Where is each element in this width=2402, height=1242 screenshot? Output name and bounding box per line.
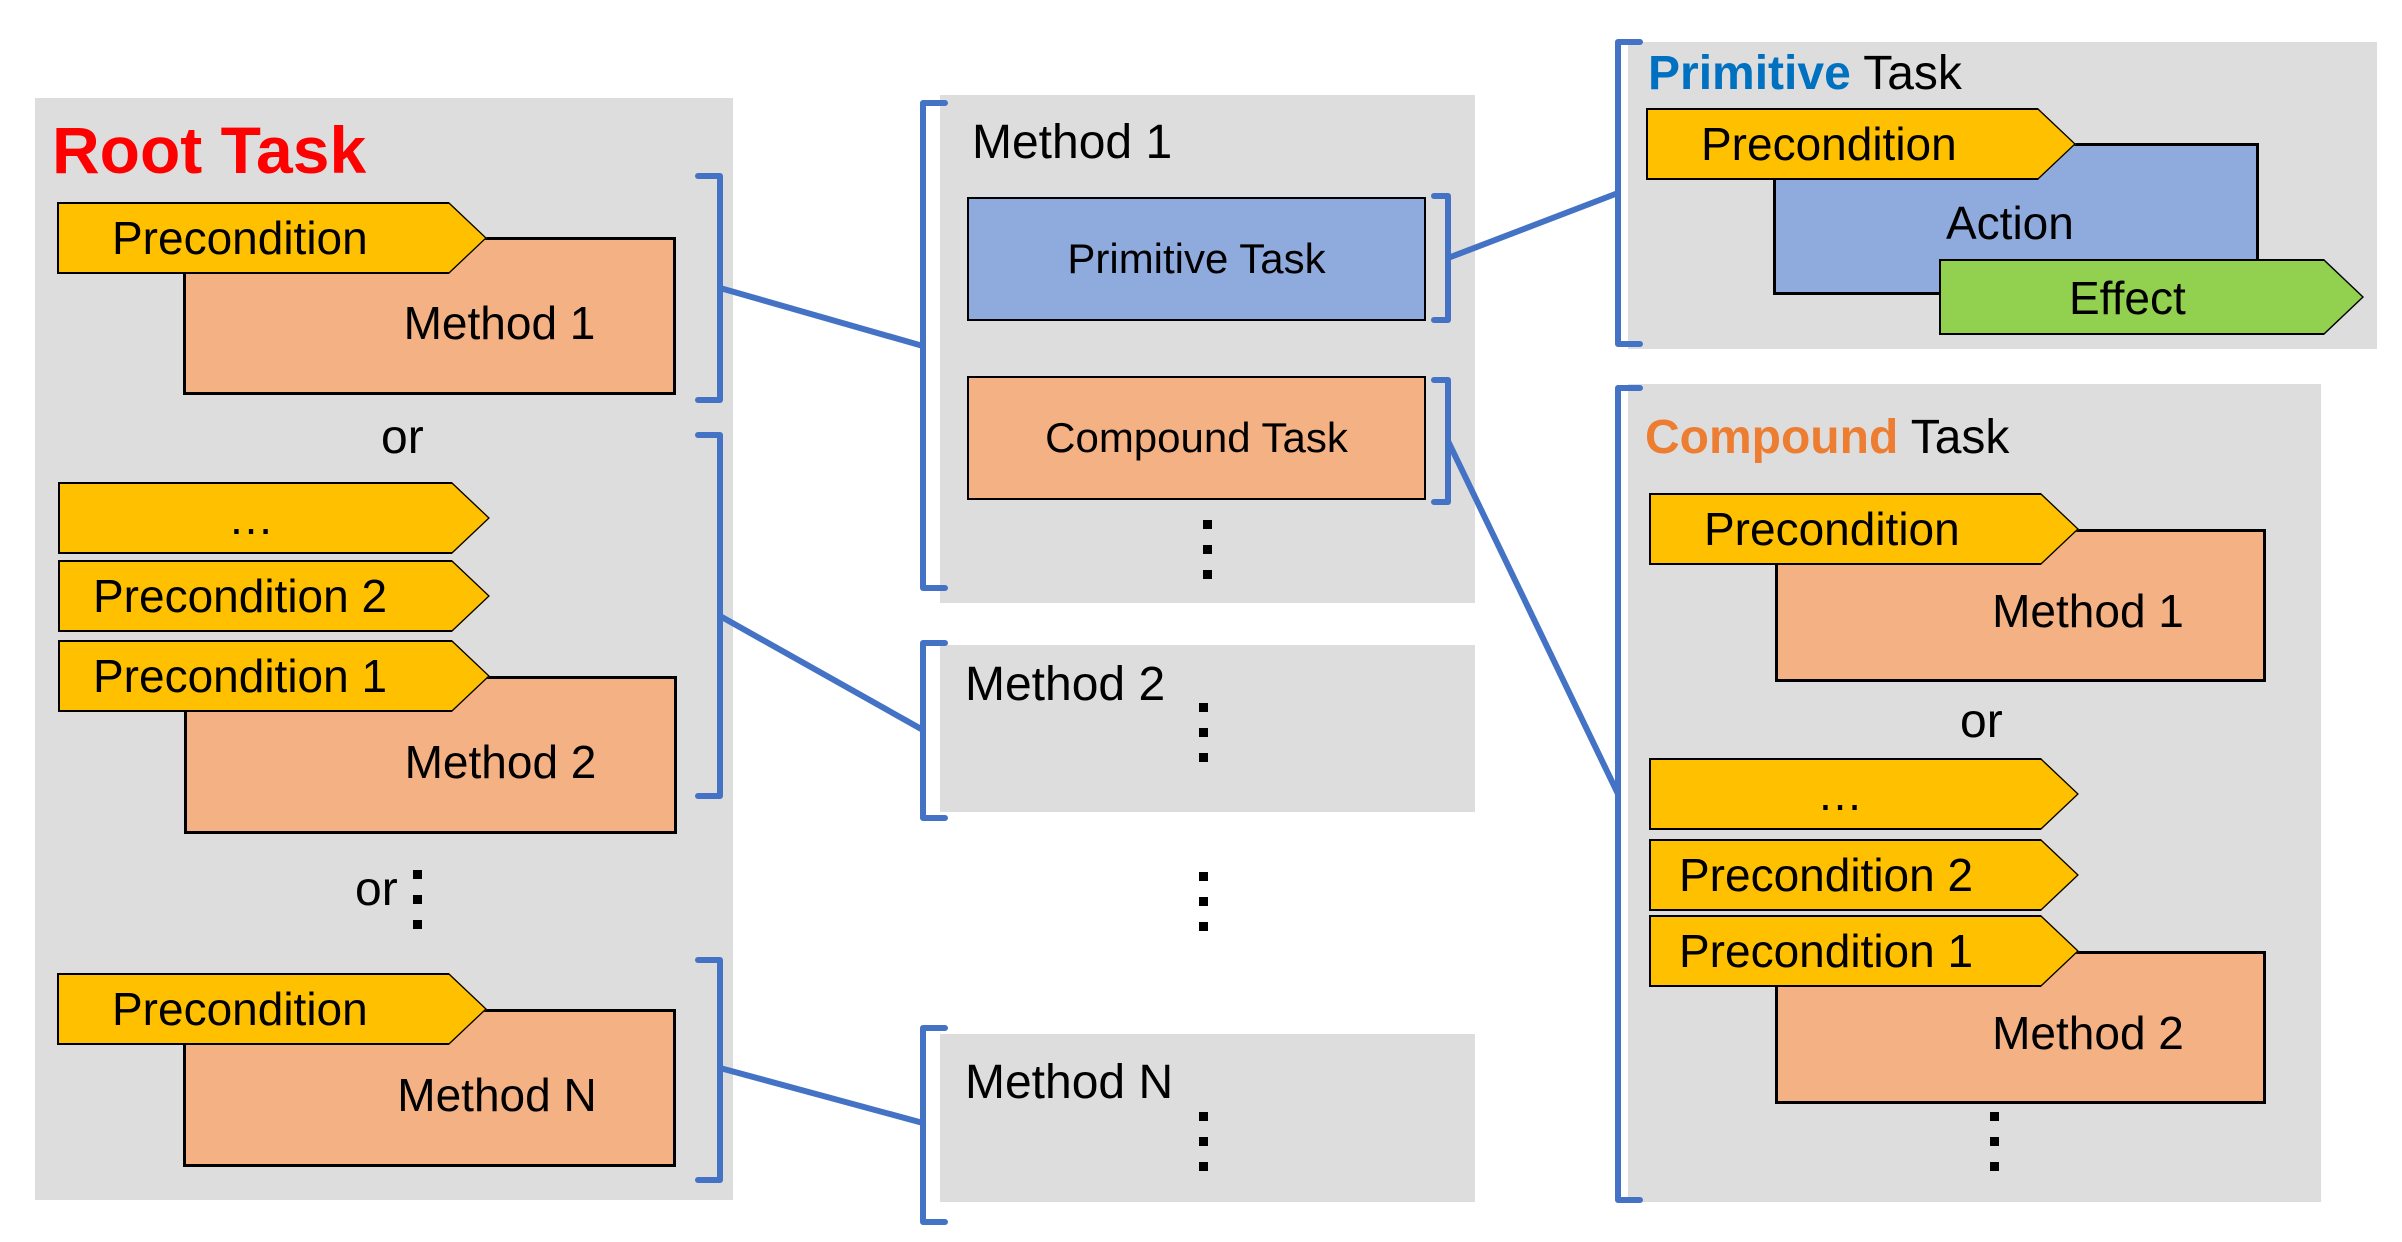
root-method-n-label: Method N — [397, 1069, 597, 1121]
effect-tag: Effect — [1939, 259, 2364, 335]
compound-task-title: Compound Task — [1645, 410, 2009, 465]
root-ellipsis-tag: … — [58, 482, 490, 554]
root-ellipsis-label: … — [228, 492, 274, 544]
compound-method-2-label: Method 2 — [1992, 1007, 2184, 1059]
root-precondition-2-label: Precondition 2 — [93, 570, 388, 622]
primitive-precondition-label: Precondition — [1701, 118, 1957, 170]
compound-task-box: Compound Task — [967, 376, 1426, 500]
root-precondition-n-label: Precondition — [112, 983, 368, 1035]
compound-title-rest: Task — [1898, 411, 2010, 464]
method-2-vertical-dots — [1199, 703, 1209, 778]
compound-task-label: Compound Task — [1045, 414, 1348, 461]
connector-root-method-n — [717, 1065, 926, 1126]
compound-or: or — [1960, 695, 2003, 748]
method-1-panel — [940, 95, 1475, 603]
compound-word: Compound — [1645, 411, 1899, 464]
primitive-task-title: Primitive Task — [1648, 46, 1962, 101]
primitive-title-rest: Task — [1850, 47, 1962, 100]
compound-ellipsis-label: … — [1817, 768, 1863, 820]
primitive-word: Primitive — [1648, 47, 1851, 100]
root-precondition-n-tag: Precondition — [57, 973, 487, 1045]
root-task-title: Root Task — [52, 113, 367, 187]
action-label: Action — [1946, 197, 2074, 249]
method-2-title: Method 2 — [965, 658, 1166, 711]
effect-label: Effect — [2069, 272, 2186, 324]
root-precondition-1-label: Precondition — [112, 212, 368, 264]
root-method-1-label: Method 1 — [403, 297, 596, 349]
method-n-title: Method N — [965, 1056, 1174, 1109]
compound-precondition-2-label: Precondition 2 — [1679, 849, 1974, 901]
compound-method-1-label: Method 1 — [1992, 585, 2184, 637]
connector-root-method-1 — [717, 285, 926, 349]
root-or-1: or — [381, 411, 424, 464]
method-n-vertical-dots — [1199, 1112, 1209, 1187]
between-methods-vertical-dots — [1199, 872, 1209, 947]
compound-precondition-label: Precondition — [1704, 503, 1960, 555]
compound-precondition-2-tag: Precondition 2 — [1649, 839, 2079, 911]
compound-precondition-1-tag: Precondition 1 — [1649, 915, 2079, 987]
primitive-task-box: Primitive Task — [967, 197, 1426, 321]
method-1-vertical-dots — [1203, 520, 1213, 595]
root-precondition-1b-label: Precondition 1 — [93, 650, 388, 702]
root-or-2: or — [355, 863, 398, 916]
root-precondition-1b-tag: Precondition 1 — [58, 640, 490, 712]
primitive-task-label: Primitive Task — [1067, 235, 1326, 282]
compound-precondition-1-label: Precondition 1 — [1679, 925, 1974, 977]
root-vertical-dots — [413, 870, 423, 945]
root-method-2-label: Method 2 — [404, 736, 597, 788]
primitive-precondition-tag: Precondition — [1646, 108, 2076, 180]
root-precondition-1-tag: Precondition — [57, 202, 487, 274]
connector-root-method-2 — [717, 613, 926, 733]
compound-precondition-tag: Precondition — [1649, 493, 2079, 565]
compound-vertical-dots — [1990, 1112, 2000, 1187]
root-precondition-2-tag: Precondition 2 — [58, 560, 490, 632]
compound-ellipsis-tag: … — [1649, 758, 2079, 830]
method-1-title: Method 1 — [972, 116, 1173, 169]
